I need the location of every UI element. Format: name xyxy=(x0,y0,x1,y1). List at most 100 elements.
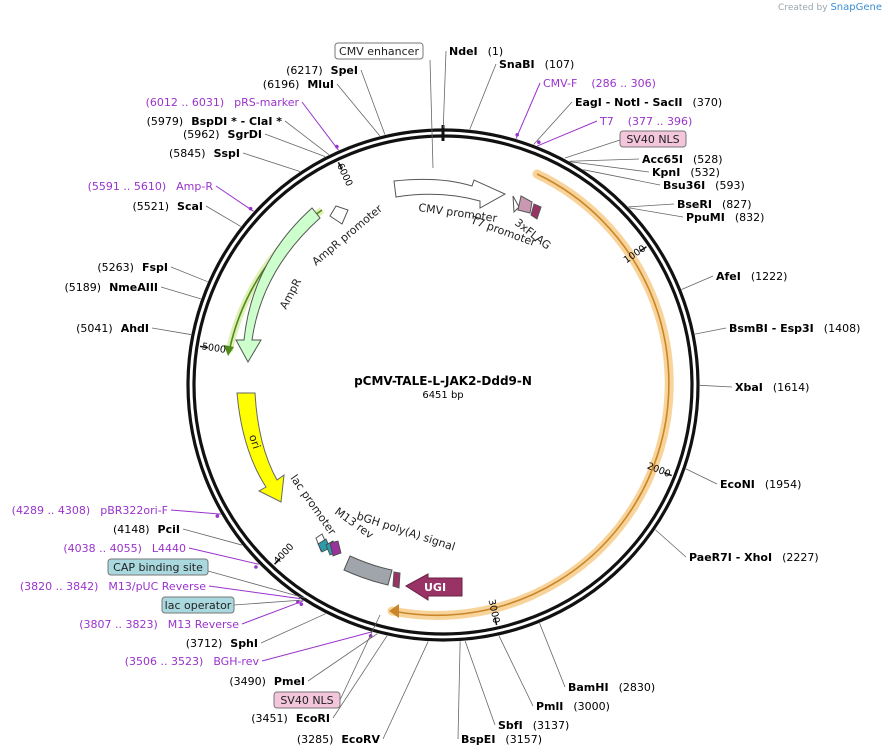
enzyme-name: Bsu36I xyxy=(663,179,705,192)
primer-name: T7 xyxy=(599,115,614,128)
enzyme-leader xyxy=(205,205,241,227)
enzyme-position: (593) xyxy=(715,179,745,192)
enzyme-site: PmeI(3490) xyxy=(229,675,305,688)
enzyme-position: (1954) xyxy=(765,478,802,491)
enzyme-leader xyxy=(160,286,201,300)
enzyme-name: EcoRI xyxy=(296,712,330,725)
leader-layer xyxy=(151,50,733,740)
primer-name: pBR322ori-F xyxy=(100,504,168,517)
svg-text:SV40 NLS: SV40 NLS xyxy=(280,694,333,707)
tick-label: 3000 xyxy=(486,598,502,624)
enzyme-position: (6196) xyxy=(263,78,300,91)
tick-mark xyxy=(273,557,281,565)
bgh-arrow xyxy=(343,555,393,586)
enzyme-name: BsmBI - Esp3I xyxy=(729,322,814,335)
svg-text:SV40 NLS: SV40 NLS xyxy=(626,133,679,146)
enzyme-position: (528) xyxy=(693,153,723,166)
primer-mark xyxy=(335,144,339,149)
enzyme-site: EcoRI(3451) xyxy=(251,712,330,725)
tick-mark xyxy=(639,246,647,252)
enzyme-name: PmlI xyxy=(536,700,563,713)
primer-mark xyxy=(248,206,253,211)
primer-site: CMV-F (286 .. 306) xyxy=(543,77,656,90)
enzyme-site: PmlI(3000) xyxy=(536,700,610,713)
enzyme-name: SspI xyxy=(214,147,240,160)
enzyme-site: BamHI(2830) xyxy=(568,681,655,694)
nls-arrow-small xyxy=(530,203,542,220)
cmv-enhancer-box: CMV enhancer xyxy=(334,42,434,169)
enzyme-leader xyxy=(533,101,573,145)
primer-leader xyxy=(537,120,598,147)
enzyme-position: (827) xyxy=(722,198,752,211)
enzyme-name: SbfI xyxy=(498,719,523,732)
enzyme-site: SnaBI(107) xyxy=(499,58,574,71)
primer-leader xyxy=(208,585,301,600)
branding-prefix: Created by xyxy=(778,3,828,13)
enzyme-position: (5845) xyxy=(169,147,206,160)
enzyme-position: (6217) xyxy=(286,64,323,77)
enzyme-site: BspDI * - ClaI *(5979) xyxy=(147,115,283,128)
ampr-line-head xyxy=(224,345,234,356)
enzyme-site: BseRI(827) xyxy=(677,198,752,211)
enzyme-site: EagI - NotI - SacII(370) xyxy=(575,96,722,109)
primer-name: M13/pUC Reverse xyxy=(108,580,206,593)
primer-range: (3506 .. 3523) xyxy=(125,655,204,668)
primer-leader xyxy=(301,101,339,151)
ampr-label: AmpR xyxy=(277,276,304,311)
enzyme-name: MluI xyxy=(307,78,334,91)
enzyme-name: ScaI xyxy=(177,200,203,213)
primer-leader xyxy=(261,631,372,662)
enzyme-leader xyxy=(569,158,640,162)
ampr-arrow xyxy=(235,207,321,364)
enzyme-site: Acc65I(528) xyxy=(642,153,723,166)
enzyme-leader xyxy=(583,169,661,186)
enzyme-leader xyxy=(182,528,243,546)
primer-mark xyxy=(254,565,258,569)
enzyme-position: (5041) xyxy=(76,322,113,335)
primer-range: (4038 .. 4055) xyxy=(63,542,142,555)
enzyme-position: (1614) xyxy=(773,381,810,394)
enzyme-leader xyxy=(382,641,429,740)
enzyme-leader xyxy=(629,207,684,218)
primer-site: pRS-marker(6012 .. 6031) xyxy=(146,96,300,109)
enzyme-name: AhdI xyxy=(121,322,149,335)
enzyme-position: (1) xyxy=(488,45,504,58)
enzyme-site: SphI(3712) xyxy=(186,637,258,650)
enzyme-name: PciI xyxy=(158,523,180,536)
primer-mark xyxy=(537,140,541,145)
enzyme-site: AhdI (5041) xyxy=(76,322,149,335)
enzyme-leader xyxy=(336,83,381,137)
enzyme-name: SpeI xyxy=(331,64,358,77)
primer-mark xyxy=(515,132,520,137)
enzyme-leader xyxy=(570,161,650,173)
ori-arrow xyxy=(236,392,285,503)
enzyme-site: SbfI(3137) xyxy=(498,719,569,732)
primer-leader xyxy=(215,185,254,212)
cap-binding-site-box: CAP binding site xyxy=(107,558,306,599)
primer-site: M13 Reverse(3807 .. 3823) xyxy=(79,618,239,631)
enzyme-position: (3157) xyxy=(505,733,542,746)
enzyme-name: XbaI xyxy=(735,381,763,394)
enzyme-site: SgrDI (5962) xyxy=(183,128,262,141)
enzyme-position: (832) xyxy=(735,211,765,224)
svg-text:CMV enhancer: CMV enhancer xyxy=(339,45,419,58)
primer-name: CMV-F xyxy=(543,77,577,90)
enzyme-position: (5263) xyxy=(97,261,134,274)
enzyme-leader xyxy=(655,529,687,558)
enzyme-position: (532) xyxy=(690,166,720,179)
enzyme-position: (370) xyxy=(693,96,723,109)
enzyme-name: PpuMI xyxy=(686,211,725,224)
primer-site: Amp-R(5591 .. 5610) xyxy=(88,180,214,193)
enzyme-leader xyxy=(264,133,326,157)
enzyme-leader xyxy=(498,635,534,707)
primer-range: (286 .. 306) xyxy=(591,77,656,90)
cds-arrowhead xyxy=(389,604,399,618)
enzyme-leader xyxy=(464,640,496,726)
primer-range: (6012 .. 6031) xyxy=(146,96,225,109)
enzyme-position: (5962) xyxy=(183,128,220,141)
enzyme-position: (5521) xyxy=(132,200,169,213)
enzyme-site: NmeAIII(5189) xyxy=(65,281,159,294)
primer-range: (3820 .. 3842) xyxy=(20,580,99,593)
enzyme-name: SnaBI xyxy=(499,58,535,71)
enzyme-name: SgrDI xyxy=(228,128,262,141)
